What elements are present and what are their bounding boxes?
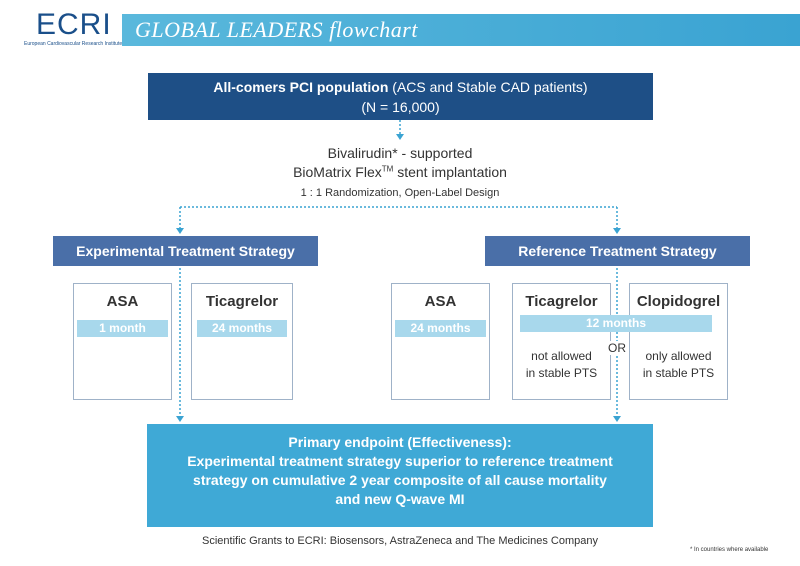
- ecri-logo-subtitle: European Cardiovascular Research Institu…: [24, 41, 123, 47]
- ticagrelor-note-line1: not allowed: [531, 349, 592, 363]
- drug-name: ASA: [424, 293, 457, 310]
- arrowhead-right-endpoint: [613, 416, 621, 422]
- title-bar: [122, 14, 800, 46]
- duration-bar: 24 months: [395, 320, 486, 337]
- experimental-asa-box: ASA 1 month: [73, 283, 172, 400]
- duration-bar: 1 month: [77, 320, 168, 337]
- trademark: TM: [381, 164, 394, 174]
- drug-name: ASA: [106, 293, 139, 310]
- population-detail: (ACS and Stable CAD patients): [388, 79, 588, 95]
- population-label: All-comers PCI population: [213, 79, 389, 95]
- ecri-logo: ECRI: [36, 8, 112, 41]
- endpoint-line2: Experimental treatment strategy superior…: [187, 453, 613, 469]
- grants-text: Scientific Grants to ECRI: Biosensors, A…: [202, 535, 598, 547]
- arrowhead-right: [613, 228, 621, 234]
- arrowhead-left-endpoint: [176, 416, 184, 422]
- primary-endpoint-box: Primary endpoint (Effectiveness): Experi…: [147, 424, 653, 527]
- reference-strategy-box: Reference Treatment Strategy: [485, 236, 750, 266]
- endpoint-line4: and new Q-wave MI: [335, 491, 465, 507]
- clopidogrel-note-line1: only allowed: [645, 349, 712, 363]
- population-line1: All-comers PCI population (ACS and Stabl…: [148, 77, 653, 97]
- stent-implantation: stent implantation: [393, 164, 507, 180]
- endpoint-title: Primary endpoint (Effectiveness):: [288, 434, 512, 450]
- procedure-line1: Bivalirudin* - supported: [327, 145, 473, 161]
- experimental-ticagrelor-box: Ticagrelor 24 months: [191, 283, 293, 400]
- procedure-line2: BioMatrix FlexTM stent implantation: [200, 164, 600, 180]
- drug-name: Clopidogrel: [636, 293, 721, 310]
- duration-bar: 24 months: [197, 320, 287, 337]
- endpoint-line3: strategy on cumulative 2 year composite …: [193, 472, 607, 488]
- reference-asa-box: ASA 24 months: [391, 283, 490, 400]
- or-label: OR: [607, 341, 627, 355]
- population-box: All-comers PCI population (ACS and Stabl…: [148, 73, 653, 120]
- drug-name: Ticagrelor: [525, 293, 598, 310]
- ticagrelor-note-line2: in stable PTS: [525, 366, 598, 380]
- arrowhead-left: [176, 228, 184, 234]
- reference-ticagrelor-box: Ticagrelor not allowed in stable PTS: [512, 283, 611, 400]
- randomization-text: 1 : 1 Randomization, Open-Label Design: [300, 187, 500, 199]
- population-count: (N = 16,000): [361, 99, 440, 115]
- footnote: * In countries where available: [690, 547, 769, 553]
- clopidogrel-note-line2: in stable PTS: [642, 366, 715, 380]
- experimental-strategy-box: Experimental Treatment Strategy: [53, 236, 318, 266]
- stent-name: BioMatrix Flex: [293, 164, 382, 180]
- reference-clopidogrel-box: Clopidogrel only allowed in stable PTS: [629, 283, 728, 400]
- page-title: GLOBAL LEADERS flowchart: [135, 17, 418, 42]
- shared-duration-bar: 12 months: [520, 315, 712, 332]
- arrowhead-population: [396, 134, 404, 140]
- drug-name: Ticagrelor: [205, 293, 279, 310]
